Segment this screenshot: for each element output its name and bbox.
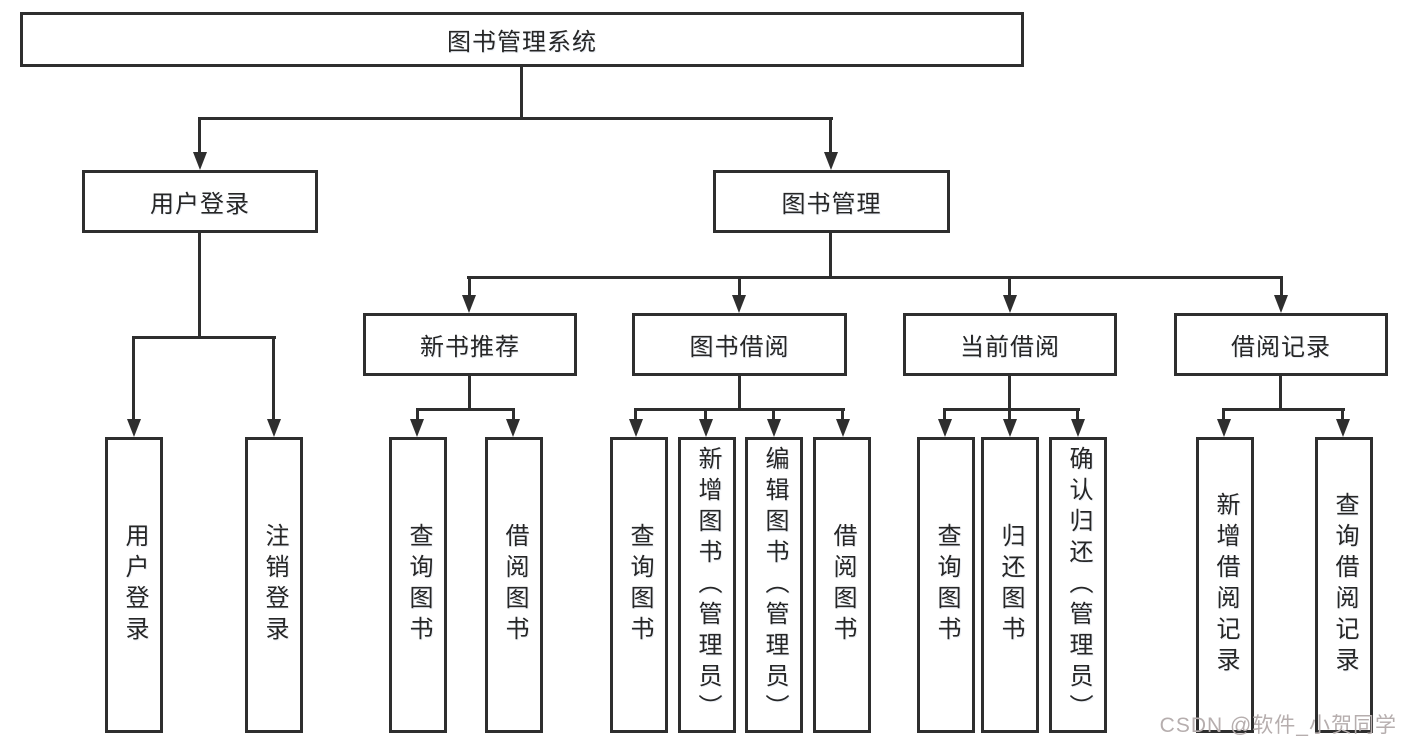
arrowhead-down bbox=[267, 419, 281, 437]
connector-leaf-stem bbox=[1076, 408, 1079, 421]
connector-root-stem bbox=[520, 67, 523, 117]
connector-level3-stem bbox=[468, 276, 471, 297]
connector-level3-stem bbox=[738, 276, 741, 297]
connector-leaf-stem bbox=[634, 408, 637, 421]
leaf-confirm-return-admin: 确认归还（管理员） bbox=[1049, 437, 1107, 733]
node-label: 查询图书 bbox=[405, 523, 432, 647]
connector-recommend-down bbox=[468, 376, 471, 411]
node-new-book-recommendation: 新书推荐 bbox=[363, 313, 577, 376]
node-label: 注销登录 bbox=[261, 523, 288, 647]
leaf-add-borrow-record: 新增借阅记录 bbox=[1196, 437, 1254, 733]
connector-book-mgmt-hbar bbox=[467, 276, 1283, 279]
connector-root-hbar bbox=[198, 117, 833, 120]
leaf-return-books: 归还图书 bbox=[981, 437, 1039, 733]
node-label: 图书管理 bbox=[781, 191, 882, 218]
node-label: 确认归还（管理员） bbox=[1065, 445, 1092, 725]
node-label: 借阅图书 bbox=[829, 523, 856, 647]
arrowhead-down bbox=[462, 295, 476, 313]
node-user-login: 用户登录 bbox=[82, 170, 318, 233]
node-label: 用户登录 bbox=[150, 191, 250, 218]
connector-current-down bbox=[1008, 376, 1011, 411]
connector-user-login-stem bbox=[198, 117, 201, 152]
leaf-add-books-admin: 新增图书（管理员） bbox=[678, 437, 736, 733]
connector-book-mgmt-down bbox=[829, 233, 832, 279]
node-label: 图书管理系统 bbox=[447, 29, 597, 56]
connector-borrowing-down bbox=[738, 376, 741, 411]
node-label: 新书推荐 bbox=[420, 334, 520, 361]
node-book-borrowing: 图书借阅 bbox=[632, 313, 847, 376]
connector-book-mgmt-stem bbox=[829, 117, 832, 152]
node-label: 查询图书 bbox=[626, 523, 653, 647]
node-current-borrowing: 当前借阅 bbox=[903, 313, 1117, 376]
connector-current-hbar bbox=[943, 408, 1080, 411]
connector-leaf-stem bbox=[512, 408, 515, 421]
node-label: 用户登录 bbox=[121, 523, 148, 647]
connector-leaf-stem bbox=[1222, 408, 1225, 421]
node-label: 借阅图书 bbox=[501, 523, 528, 647]
arrowhead-down bbox=[506, 419, 520, 437]
leaf-edit-books-admin: 编辑图书（管理员） bbox=[745, 437, 803, 733]
connector-leaf-stem bbox=[704, 408, 707, 421]
leaf-borrow-books: 借阅图书 bbox=[813, 437, 871, 733]
leaf-user-login: 用户登录 bbox=[105, 437, 163, 733]
arrowhead-down bbox=[1217, 419, 1231, 437]
connector-leaf-stem bbox=[132, 336, 135, 419]
connector-leaf-stem bbox=[772, 408, 775, 421]
node-label: 归还图书 bbox=[997, 523, 1024, 647]
arrowhead-down bbox=[699, 419, 713, 437]
node-label: 查询图书 bbox=[933, 523, 960, 647]
node-label: 新增图书（管理员） bbox=[694, 445, 721, 725]
node-book-management: 图书管理 bbox=[713, 170, 950, 233]
leaf-query-books-recommend: 查询图书 bbox=[389, 437, 447, 733]
arrowhead-down bbox=[1003, 419, 1017, 437]
leaf-query-borrow-record: 查询借阅记录 bbox=[1315, 437, 1373, 733]
connector-leaf-stem bbox=[1341, 408, 1344, 421]
connector-records-down bbox=[1279, 376, 1282, 411]
leaf-borrow-books-recommend: 借阅图书 bbox=[485, 437, 543, 733]
arrowhead-down bbox=[836, 419, 850, 437]
arrowhead-down bbox=[1071, 419, 1085, 437]
leaf-query-books-current: 查询图书 bbox=[917, 437, 975, 733]
node-library-system: 图书管理系统 bbox=[20, 12, 1024, 67]
connector-leaf-stem bbox=[1008, 408, 1011, 421]
connector-user-login-down bbox=[198, 233, 201, 339]
node-label: 当前借阅 bbox=[960, 334, 1060, 361]
arrowhead-down bbox=[767, 419, 781, 437]
connector-leaf-stem bbox=[272, 336, 275, 419]
arrowhead-down bbox=[1003, 295, 1017, 313]
node-label: 图书借阅 bbox=[689, 334, 790, 361]
connector-leaf-stem bbox=[416, 408, 419, 421]
connector-leaf-stem bbox=[943, 408, 946, 421]
arrowhead-down bbox=[824, 152, 838, 170]
node-label: 查询借阅记录 bbox=[1331, 492, 1358, 678]
arrowhead-down bbox=[938, 419, 952, 437]
arrowhead-down bbox=[1274, 295, 1288, 313]
connector-borrowing-hbar bbox=[634, 408, 845, 411]
node-label: 新增借阅记录 bbox=[1212, 492, 1239, 678]
arrowhead-down bbox=[127, 419, 141, 437]
connector-level3-stem bbox=[1280, 276, 1283, 297]
arrowhead-down bbox=[1336, 419, 1350, 437]
arrowhead-down bbox=[410, 419, 424, 437]
connector-recommend-hbar bbox=[416, 408, 515, 411]
arrowhead-down bbox=[732, 295, 746, 313]
leaf-query-books-borrowing: 查询图书 bbox=[610, 437, 668, 733]
leaf-logout: 注销登录 bbox=[245, 437, 303, 733]
connector-records-hbar bbox=[1222, 408, 1345, 411]
node-label: 编辑图书（管理员） bbox=[761, 445, 788, 725]
arrowhead-down bbox=[629, 419, 643, 437]
connector-leaf-stem bbox=[841, 408, 844, 421]
node-borrowing-records: 借阅记录 bbox=[1174, 313, 1388, 376]
connector-level3-stem bbox=[1008, 276, 1011, 297]
arrowhead-down bbox=[193, 152, 207, 170]
watermark: CSDN @软件_小贺同学 bbox=[1159, 714, 1397, 737]
connector-user-login-hbar bbox=[132, 336, 276, 339]
node-label: 借阅记录 bbox=[1231, 334, 1331, 361]
